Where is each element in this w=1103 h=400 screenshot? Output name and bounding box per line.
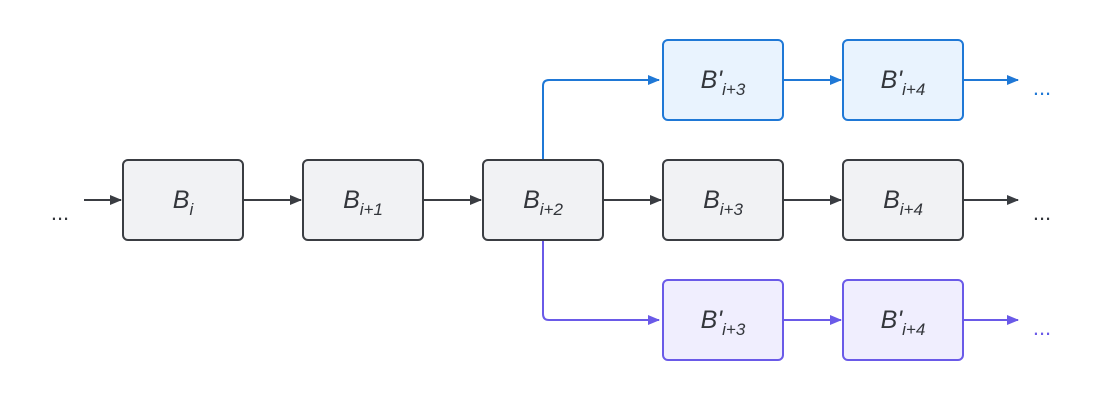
block-prime-mark: ' — [717, 66, 723, 94]
block-b-i4: Bi+4 — [842, 159, 964, 241]
svg-text:B'i+3: B'i+3 — [701, 66, 746, 99]
upper-fork-connectors — [542, 75, 1019, 159]
block-lower-b-prime-i3: B'i+3 — [662, 279, 784, 361]
block-prime-mark: ' — [897, 66, 903, 94]
block-base-letter: B — [881, 306, 898, 334]
svg-text:B'i+3: B'i+3 — [701, 306, 746, 339]
block-b-i2: Bi+2 — [482, 159, 604, 241]
block-base-letter: B — [173, 186, 190, 214]
ellipsis-lower-right: ... — [1033, 315, 1051, 340]
block-upper-b-prime-i3: B'i+3 — [662, 39, 784, 121]
block-subscript: i+1 — [360, 200, 383, 219]
arrow-fork-up — [542, 75, 660, 159]
block-subscript: i+4 — [902, 80, 925, 99]
block-b-i3: Bi+3 — [662, 159, 784, 241]
block-base-letter: B — [701, 66, 718, 94]
svg-text:Bi+2: Bi+2 — [523, 186, 563, 219]
block-base-letter: B — [343, 186, 360, 214]
svg-text:Bi+1: Bi+1 — [343, 186, 383, 219]
block-base-letter: B — [881, 66, 898, 94]
block-subscript: i+4 — [902, 320, 925, 339]
block-base-letter: B — [883, 186, 900, 214]
svg-text:B'i+4: B'i+4 — [881, 66, 926, 99]
svg-text:Bi: Bi — [173, 186, 195, 219]
block-prime-mark: ' — [897, 306, 903, 334]
ellipsis-left: ... — [51, 200, 69, 225]
block-b-i: Bi — [122, 159, 244, 241]
block-base-letter: B — [523, 186, 540, 214]
svg-text:B'i+4: B'i+4 — [881, 306, 926, 339]
block-subscript: i+4 — [900, 200, 923, 219]
block-subscript: i+3 — [722, 80, 746, 99]
lower-fork-connectors — [542, 241, 1019, 325]
block-subscript: i+3 — [720, 200, 744, 219]
block-base-letter: B — [701, 306, 718, 334]
block-base-letter: B — [703, 186, 720, 214]
block-b-i1: Bi+1 — [302, 159, 424, 241]
block-subscript: i+2 — [540, 200, 564, 219]
block-subscript: i+3 — [722, 320, 746, 339]
block-subscript: i — [189, 200, 194, 219]
arrow-fork-down — [542, 241, 660, 325]
svg-text:Bi+4: Bi+4 — [883, 186, 923, 219]
ellipsis-upper-right: ... — [1033, 75, 1051, 100]
block-lower-b-prime-i4: B'i+4 — [842, 279, 964, 361]
svg-text:Bi+3: Bi+3 — [703, 186, 743, 219]
block-prime-mark: ' — [717, 306, 723, 334]
block-upper-b-prime-i4: B'i+4 — [842, 39, 964, 121]
ellipsis-main-right: ... — [1033, 200, 1051, 225]
